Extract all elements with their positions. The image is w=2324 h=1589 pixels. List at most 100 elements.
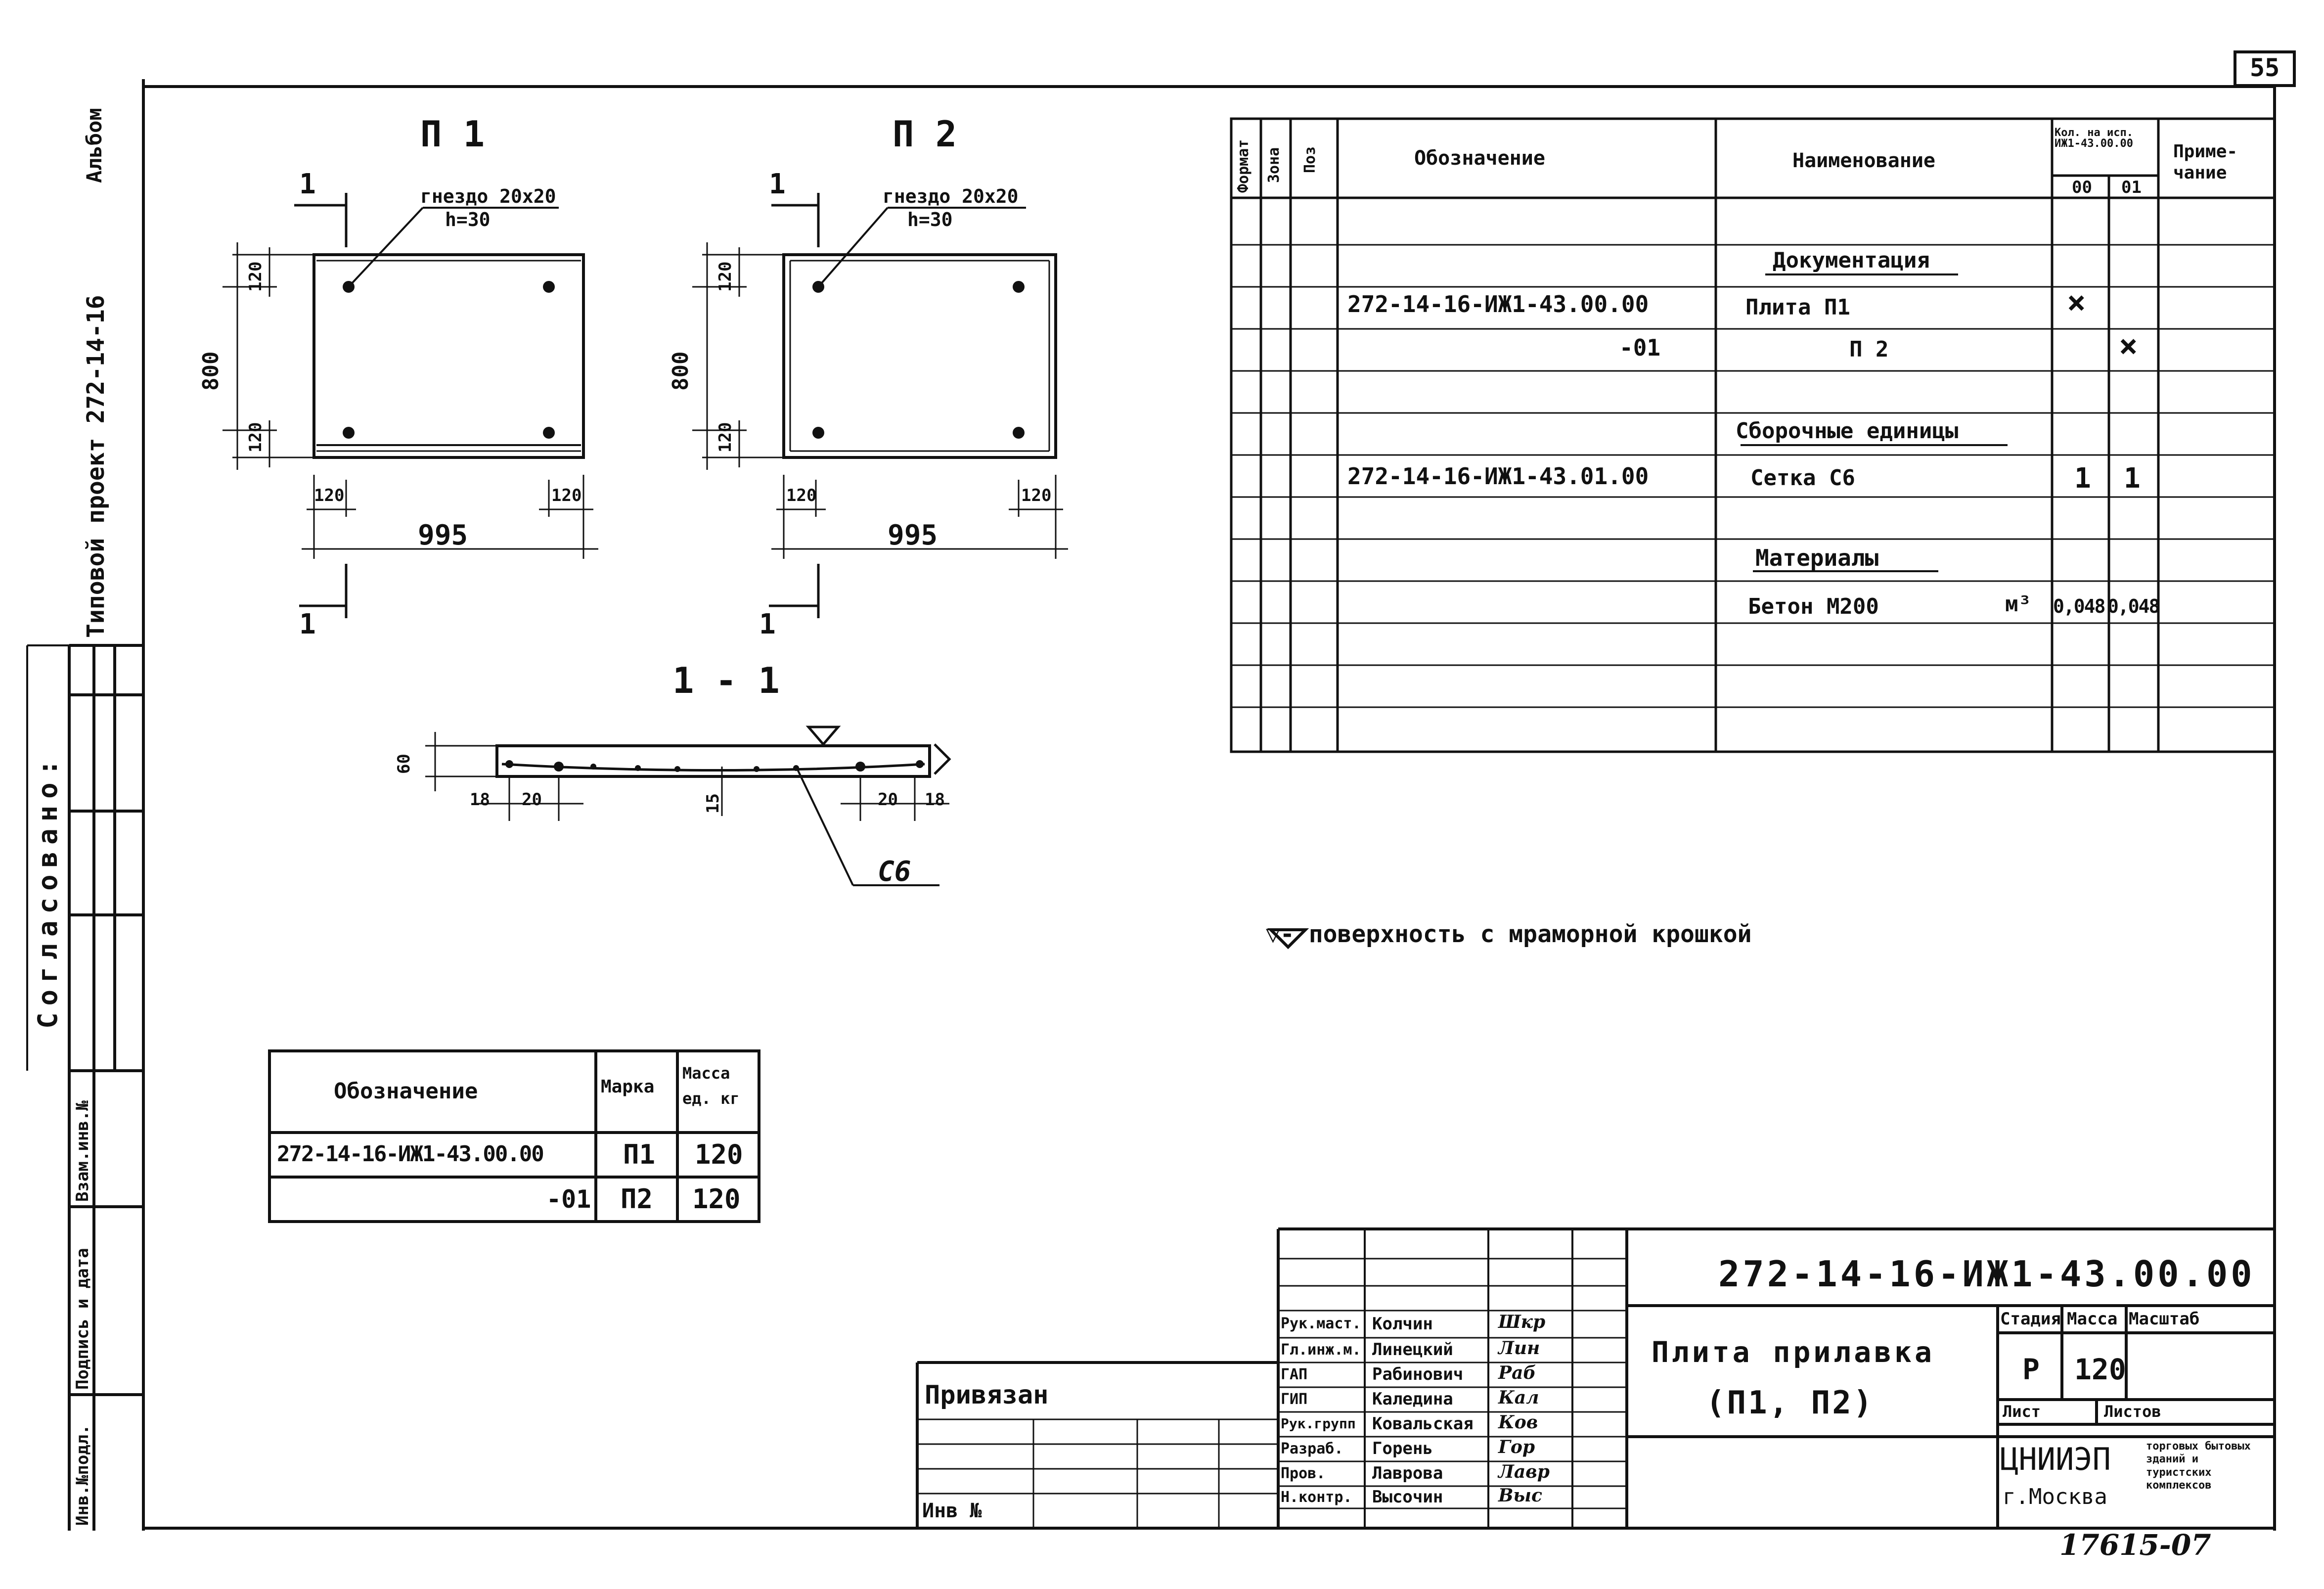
side-agreed: Согласовано: [32,752,63,1029]
p1-nest-label: гнездо 20х20 [420,185,556,207]
section-dim-18-left: 18 [470,790,490,810]
spec-row-p1-designation: 272-14-16-ИЖ1-43.00.00 [1347,291,1649,318]
role-0: Рук.маст. [1281,1315,1361,1332]
role-4-sign: Ков [1498,1412,1538,1433]
side-inv-podl: Инв.№подл. [73,1424,92,1526]
inv-label: Инв № [922,1499,982,1522]
p1-dim-800: 800 [198,351,223,391]
role-6: Пров. [1281,1465,1326,1482]
role-5: Разраб. [1281,1440,1343,1457]
spec-row-mesh-q01: 1 [2124,462,2141,495]
role-0-name: Колчин [1372,1314,1433,1334]
title-org: ЦНИИЭП [2000,1441,2111,1477]
album-project-text: Типовой проект 272-14-16 [82,295,110,638]
mark-header-mass: Масса ед. кг [682,1064,740,1108]
title-mass-label: Масса [2067,1309,2118,1329]
role-1: Гл.инж.м. [1281,1341,1361,1359]
title-stage-label: Стадия [2000,1309,2061,1329]
role-6-sign: Лавр [1498,1461,1550,1482]
title-sheets-label: Листов [2104,1402,2161,1421]
album-label: Альбом [82,108,106,183]
role-0-sign: Шкр [1498,1312,1546,1332]
p1-nest-depth: h=30 [445,209,491,230]
p1-dim-120-top: 120 [246,261,266,292]
role-3-sign: Кал [1498,1387,1539,1408]
spec-header-designation: Обозначение [1414,147,1545,170]
mark-row-2-mark: П2 [621,1183,653,1215]
side-inv-vzam: Взам.инв.№ [73,1100,92,1202]
title-scale-label: Масштаб [2129,1309,2200,1329]
mark-row-2-mass: 120 [692,1183,741,1215]
p1-dim-995: 995 [418,519,468,551]
spec-header-format: Формат [1235,139,1252,193]
spec-row-concrete-q00: 0,048 [2053,595,2105,617]
spec-row-concrete-unit: м³ [2005,591,2031,617]
role-4: Рук.групп [1281,1415,1356,1432]
bottom-code: 17615-07 [2059,1528,2211,1562]
section-dim-20-right: 20 [878,790,898,810]
role-2-sign: Раб [1498,1362,1536,1383]
spec-row-doc-name: Документация [1773,248,1930,273]
p2-dim-120-bottom: 120 [715,422,735,453]
p2-dim-120-left: 120 [786,486,817,505]
role-6-name: Лаврова [1372,1463,1443,1483]
role-7-sign: Выс [1498,1485,1542,1506]
role-7-name: Высочин [1372,1487,1443,1507]
section-dim-18-right: 18 [925,790,945,810]
role-4-name: Ковальская [1372,1414,1474,1434]
legend-text: ▽- поверхность с мраморной крошкой [1266,920,1752,948]
section-dim-20-left: 20 [522,790,542,810]
spec-row-mesh-designation: 272-14-16-ИЖ1-43.01.00 [1347,463,1649,490]
role-5-name: Горень [1372,1439,1433,1458]
role-1-sign: Лин [1498,1338,1540,1359]
title-line-1: Плита прилавка [1652,1335,1935,1369]
title-org-dept: торговых бытовых зданий и туристских ком… [2146,1440,2251,1492]
side-sign-date: Подпись и дата [73,1248,92,1390]
title-stage: Р [2022,1353,2040,1386]
spec-row-concrete-name: Бетон М200 [1748,594,1879,619]
title-line-2: (П1, П2) [1706,1385,1875,1421]
p2-dim-800: 800 [668,351,693,391]
title-city: г.Москва [2003,1484,2107,1509]
spec-row-p1-q00: × [2067,284,2086,321]
spec-header-pos: Поз [1301,146,1319,173]
role-3: ГИП [1281,1391,1308,1408]
role-5-sign: Гор [1498,1437,1535,1457]
spec-row-mesh-q00: 1 [2074,462,2091,495]
spec-header-qty-01: 01 [2121,178,2142,197]
spec-header-qty: Кол. на исп. ИЖ1-43.00.00 [2055,127,2133,150]
spec-row-p1-name: Плита П1 [1745,295,1850,320]
mesh-label: С6 [878,856,911,888]
title-code: 272-14-16-ИЖ1-43.00.00 [1718,1253,2255,1295]
p1-dim-120-bottom: 120 [246,422,266,453]
p2-dim-120-top: 120 [715,261,735,292]
mark-row-2-designation: -01 [546,1185,591,1214]
mark-row-1-designation: 272-14-16-ИЖ1-43.00.00 [277,1141,544,1167]
title-mass: 120 [2074,1353,2126,1386]
p1-cut-bottom: 1 [299,608,316,640]
title-sheet-label: Лист [2003,1402,2041,1421]
p2-title: П 2 [893,113,957,155]
p2-dim-995: 995 [888,519,938,551]
spec-row-p2-designation: -01 [1619,334,1661,361]
p2-cut-bottom: 1 [759,608,776,640]
role-2: ГАП [1281,1366,1308,1383]
section-dim-15: 15 [703,793,723,814]
mark-row-1-mark: П1 [623,1139,656,1170]
spec-header-zone: Зона [1265,147,1283,183]
sheet-number: 55 [2250,53,2280,82]
mark-header-designation: Обозначение [334,1079,478,1104]
p1-cut-top: 1 [299,168,316,200]
p1-title: П 1 [420,113,485,155]
p2-cut-top: 1 [769,168,786,200]
mark-row-1-mass: 120 [695,1139,743,1170]
bound-label: Привязан [925,1380,1049,1410]
mark-header-mark: Марка [601,1077,655,1097]
spec-row-asm-name: Сборочные единицы [1736,418,1959,444]
section-title: 1 - 1 [672,660,780,701]
spec-row-p2-name: П 2 [1849,337,1889,362]
spec-header-name: Наименование [1792,149,1935,172]
role-2-name: Рабинович [1372,1364,1464,1384]
p2-dim-120-right: 120 [1021,486,1052,505]
